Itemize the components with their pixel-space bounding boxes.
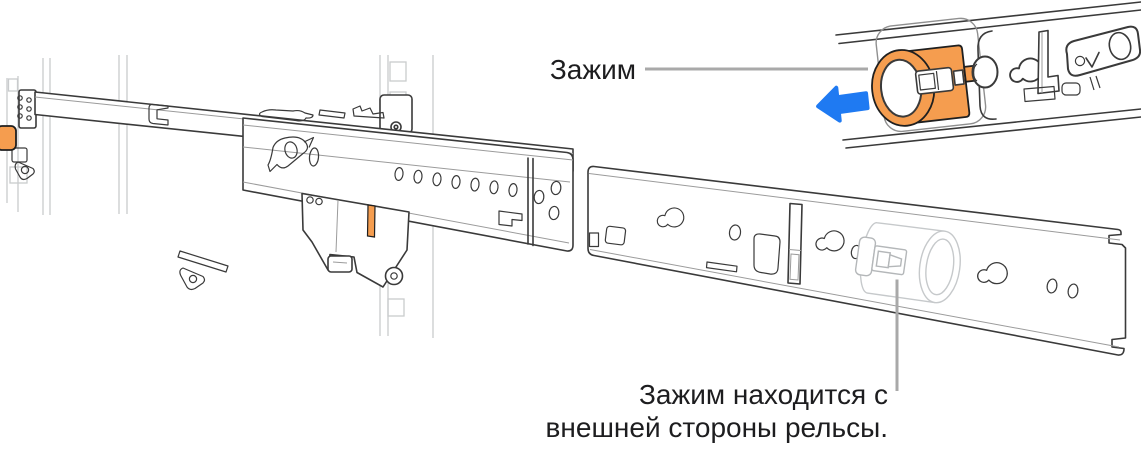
clamp-location-callout: Зажим находится с внешней стороны рельсы… [546,378,888,444]
clamp-callout-label: Зажим [549,54,636,85]
clamp-location-line1: Зажим находится с [639,379,888,410]
rivet-holes [17,95,32,121]
bracket-highlight [366,204,376,238]
end-cap-holes [498,180,562,227]
clamp-location-line2: внешней стороны рельсы. [545,412,888,443]
release-lever [267,136,320,173]
slide-rail-assembly [0,89,574,291]
clamp-ghost [854,222,961,304]
outer-rail-plate [587,165,1127,356]
arrow-left-icon [816,85,870,123]
carriage-bracket [177,192,410,291]
rail-detail-inset [816,1,1141,149]
rail-holes [394,167,518,197]
clamp-highlight [871,44,976,127]
clamp-front-highlight [0,125,17,151]
